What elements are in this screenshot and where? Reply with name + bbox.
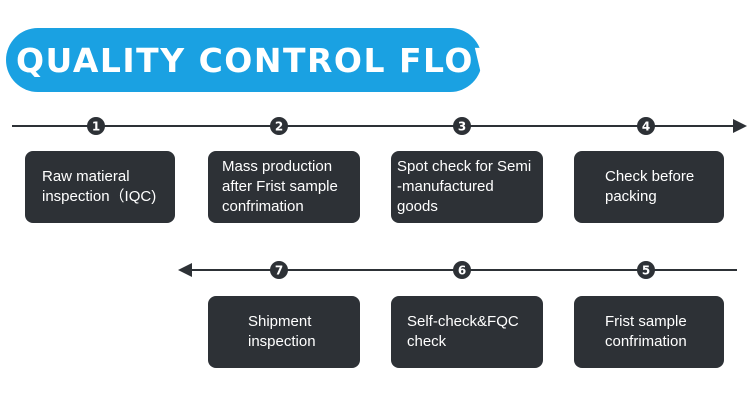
svg-text:3: 3 xyxy=(458,120,466,134)
arrow-left-icon xyxy=(178,263,192,277)
step-label: Frist sample confrimation xyxy=(605,313,687,350)
svg-text:5: 5 xyxy=(642,264,650,278)
svg-text:2: 2 xyxy=(275,120,283,134)
page-title: QUALITY CONTROL FLOW: xyxy=(16,40,526,80)
step-label: Check before packing xyxy=(605,168,695,205)
step-box-5: Frist sample confrimation xyxy=(574,296,724,368)
step-box-7: Shipment inspection xyxy=(208,296,360,368)
svg-text:1: 1 xyxy=(92,120,100,134)
step-marker-7: 7 xyxy=(270,261,288,279)
step-box-1: Raw matieral inspection（IQC) xyxy=(25,151,175,223)
step-box-4: Check before packing xyxy=(574,151,724,223)
svg-text:7: 7 xyxy=(275,264,283,278)
step-marker-6: 6 xyxy=(453,261,471,279)
step-label: Spot check for Semi -manufactured goods xyxy=(397,158,532,215)
step-marker-5: 5 xyxy=(637,261,655,279)
title-banner: QUALITY CONTROL FLOW: xyxy=(6,28,524,92)
step-label: Mass production after Frist sample confr… xyxy=(222,158,338,215)
step-marker-2: 2 xyxy=(270,117,288,135)
step-label: Self-check&FQC check xyxy=(407,313,519,350)
step-box-3: Spot check for Semi -manufactured goods xyxy=(391,151,543,223)
step-label: Raw matieral inspection（IQC) xyxy=(42,168,157,205)
arrow-right-icon xyxy=(733,119,747,133)
step-box-6: Self-check&FQC check xyxy=(391,296,543,368)
svg-text:6: 6 xyxy=(458,264,466,278)
step-box-2: Mass production after Frist sample confr… xyxy=(208,151,360,223)
step-label: Shipment inspection xyxy=(248,313,316,350)
svg-text:4: 4 xyxy=(642,120,650,134)
step-marker-4: 4 xyxy=(637,117,655,135)
step-marker-3: 3 xyxy=(453,117,471,135)
step-marker-1: 1 xyxy=(87,117,105,135)
